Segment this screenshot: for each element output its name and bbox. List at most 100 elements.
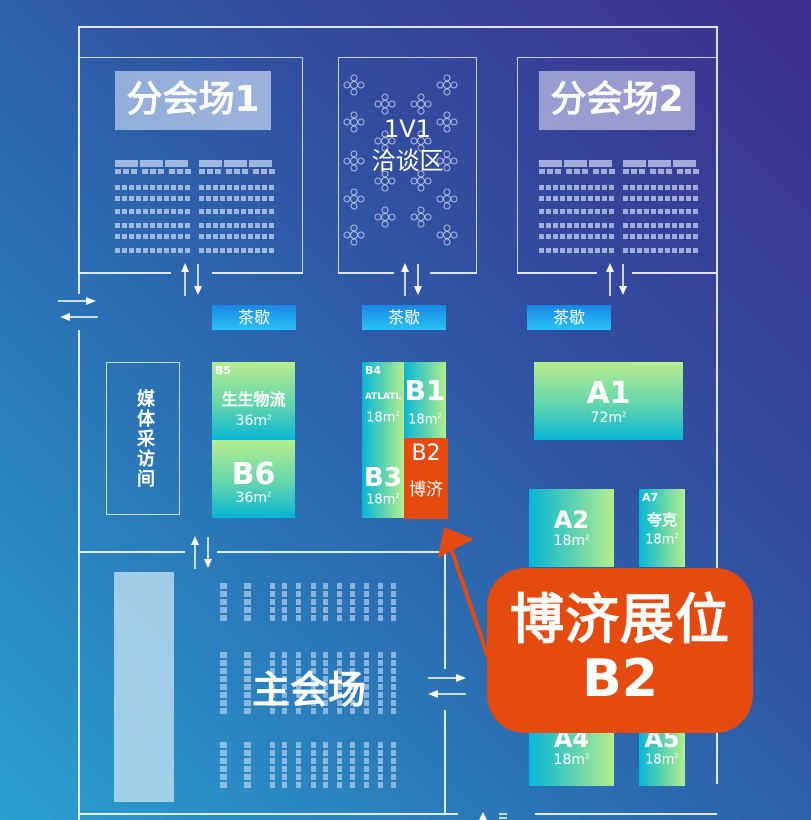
seat	[595, 223, 600, 228]
seat	[555, 169, 561, 174]
seat	[269, 234, 274, 239]
seat	[685, 169, 691, 174]
b2-callout[interactable]: 博济展位 B2	[487, 568, 753, 733]
booth-b5[interactable]: B5 生生物流 36m2	[212, 362, 295, 440]
seat	[665, 185, 670, 190]
area-value: 18m	[366, 410, 396, 426]
seat	[282, 652, 287, 658]
seat	[391, 750, 396, 756]
seat	[378, 692, 383, 698]
seat	[391, 599, 396, 605]
seat	[666, 169, 672, 174]
seat	[185, 185, 190, 190]
seat	[220, 774, 227, 780]
seat	[651, 223, 656, 228]
seat	[602, 185, 607, 190]
seat	[220, 708, 227, 714]
seat	[631, 169, 637, 174]
booth-b4[interactable]: B4 ATLATL 18m2	[362, 362, 404, 440]
seat	[242, 169, 248, 174]
seat	[282, 676, 287, 682]
seat	[609, 196, 614, 201]
seat-column	[220, 652, 227, 714]
seat	[262, 185, 267, 190]
booth-b6[interactable]: B6 36m2	[212, 440, 295, 518]
seat	[206, 185, 211, 190]
seat	[637, 209, 642, 214]
booth-b1-area: 18m2	[404, 412, 446, 427]
seat	[581, 223, 586, 228]
seat	[539, 223, 544, 228]
seat	[213, 196, 218, 201]
seat	[270, 692, 275, 698]
seat	[337, 684, 342, 690]
seat-column	[244, 652, 251, 714]
seat	[226, 169, 232, 174]
seat	[679, 234, 684, 239]
seat	[143, 196, 148, 201]
seat	[213, 209, 218, 214]
booth-a7[interactable]: A7 夸克 18m2	[639, 489, 685, 567]
seat	[244, 676, 251, 682]
seat-column	[311, 652, 316, 714]
seat	[269, 169, 275, 174]
seat	[391, 684, 396, 690]
seat	[171, 248, 176, 253]
main-hall-wall-right-lower	[444, 710, 446, 814]
booth-b2[interactable]: B2 博济	[404, 438, 448, 519]
seat	[129, 209, 134, 214]
booth-a1[interactable]: A1 72m2	[534, 362, 683, 440]
seat	[244, 599, 251, 605]
seat	[129, 196, 134, 201]
seat	[378, 758, 383, 764]
seat	[213, 234, 218, 239]
seat	[546, 196, 551, 201]
seat	[601, 169, 607, 174]
main-hall-wall-top-right	[217, 551, 445, 553]
booth-a2[interactable]: A2 18m2	[529, 489, 614, 567]
seat	[115, 209, 120, 214]
seat	[686, 248, 691, 253]
seat	[364, 583, 369, 589]
seat	[199, 248, 204, 253]
seat	[185, 209, 190, 214]
negotiation-label-line1: 1V1	[384, 115, 431, 143]
booth-b5-area: 36m2	[212, 413, 295, 429]
seat	[244, 742, 251, 748]
seat	[227, 196, 232, 201]
seat	[574, 223, 579, 228]
seat	[136, 185, 141, 190]
seat	[244, 766, 251, 772]
horizontal-bidirectional-arrow-icon	[58, 297, 98, 321]
seat	[630, 248, 635, 253]
seat	[244, 652, 251, 658]
seat	[693, 234, 698, 239]
booth-b1[interactable]: B1 18m2	[404, 362, 446, 440]
seat	[337, 750, 342, 756]
seat	[311, 668, 316, 674]
seat	[588, 185, 593, 190]
seat	[234, 196, 239, 201]
seat	[391, 660, 396, 666]
bidirectional-arrow-icon	[401, 263, 422, 296]
seat	[311, 652, 316, 658]
seat	[220, 668, 227, 674]
seat	[206, 209, 211, 214]
seat	[262, 223, 267, 228]
seat	[665, 223, 670, 228]
seat	[658, 196, 663, 201]
seat	[350, 700, 355, 706]
seat-column	[337, 583, 342, 621]
seat	[296, 607, 301, 613]
seat	[648, 160, 671, 167]
seat	[364, 700, 369, 706]
seat	[686, 234, 691, 239]
seat	[566, 169, 572, 174]
seat	[644, 234, 649, 239]
booth-b3[interactable]: B3 18m2	[362, 440, 404, 518]
seat	[171, 209, 176, 214]
seat-column	[350, 583, 355, 621]
seat	[672, 248, 677, 253]
seat	[337, 700, 342, 706]
